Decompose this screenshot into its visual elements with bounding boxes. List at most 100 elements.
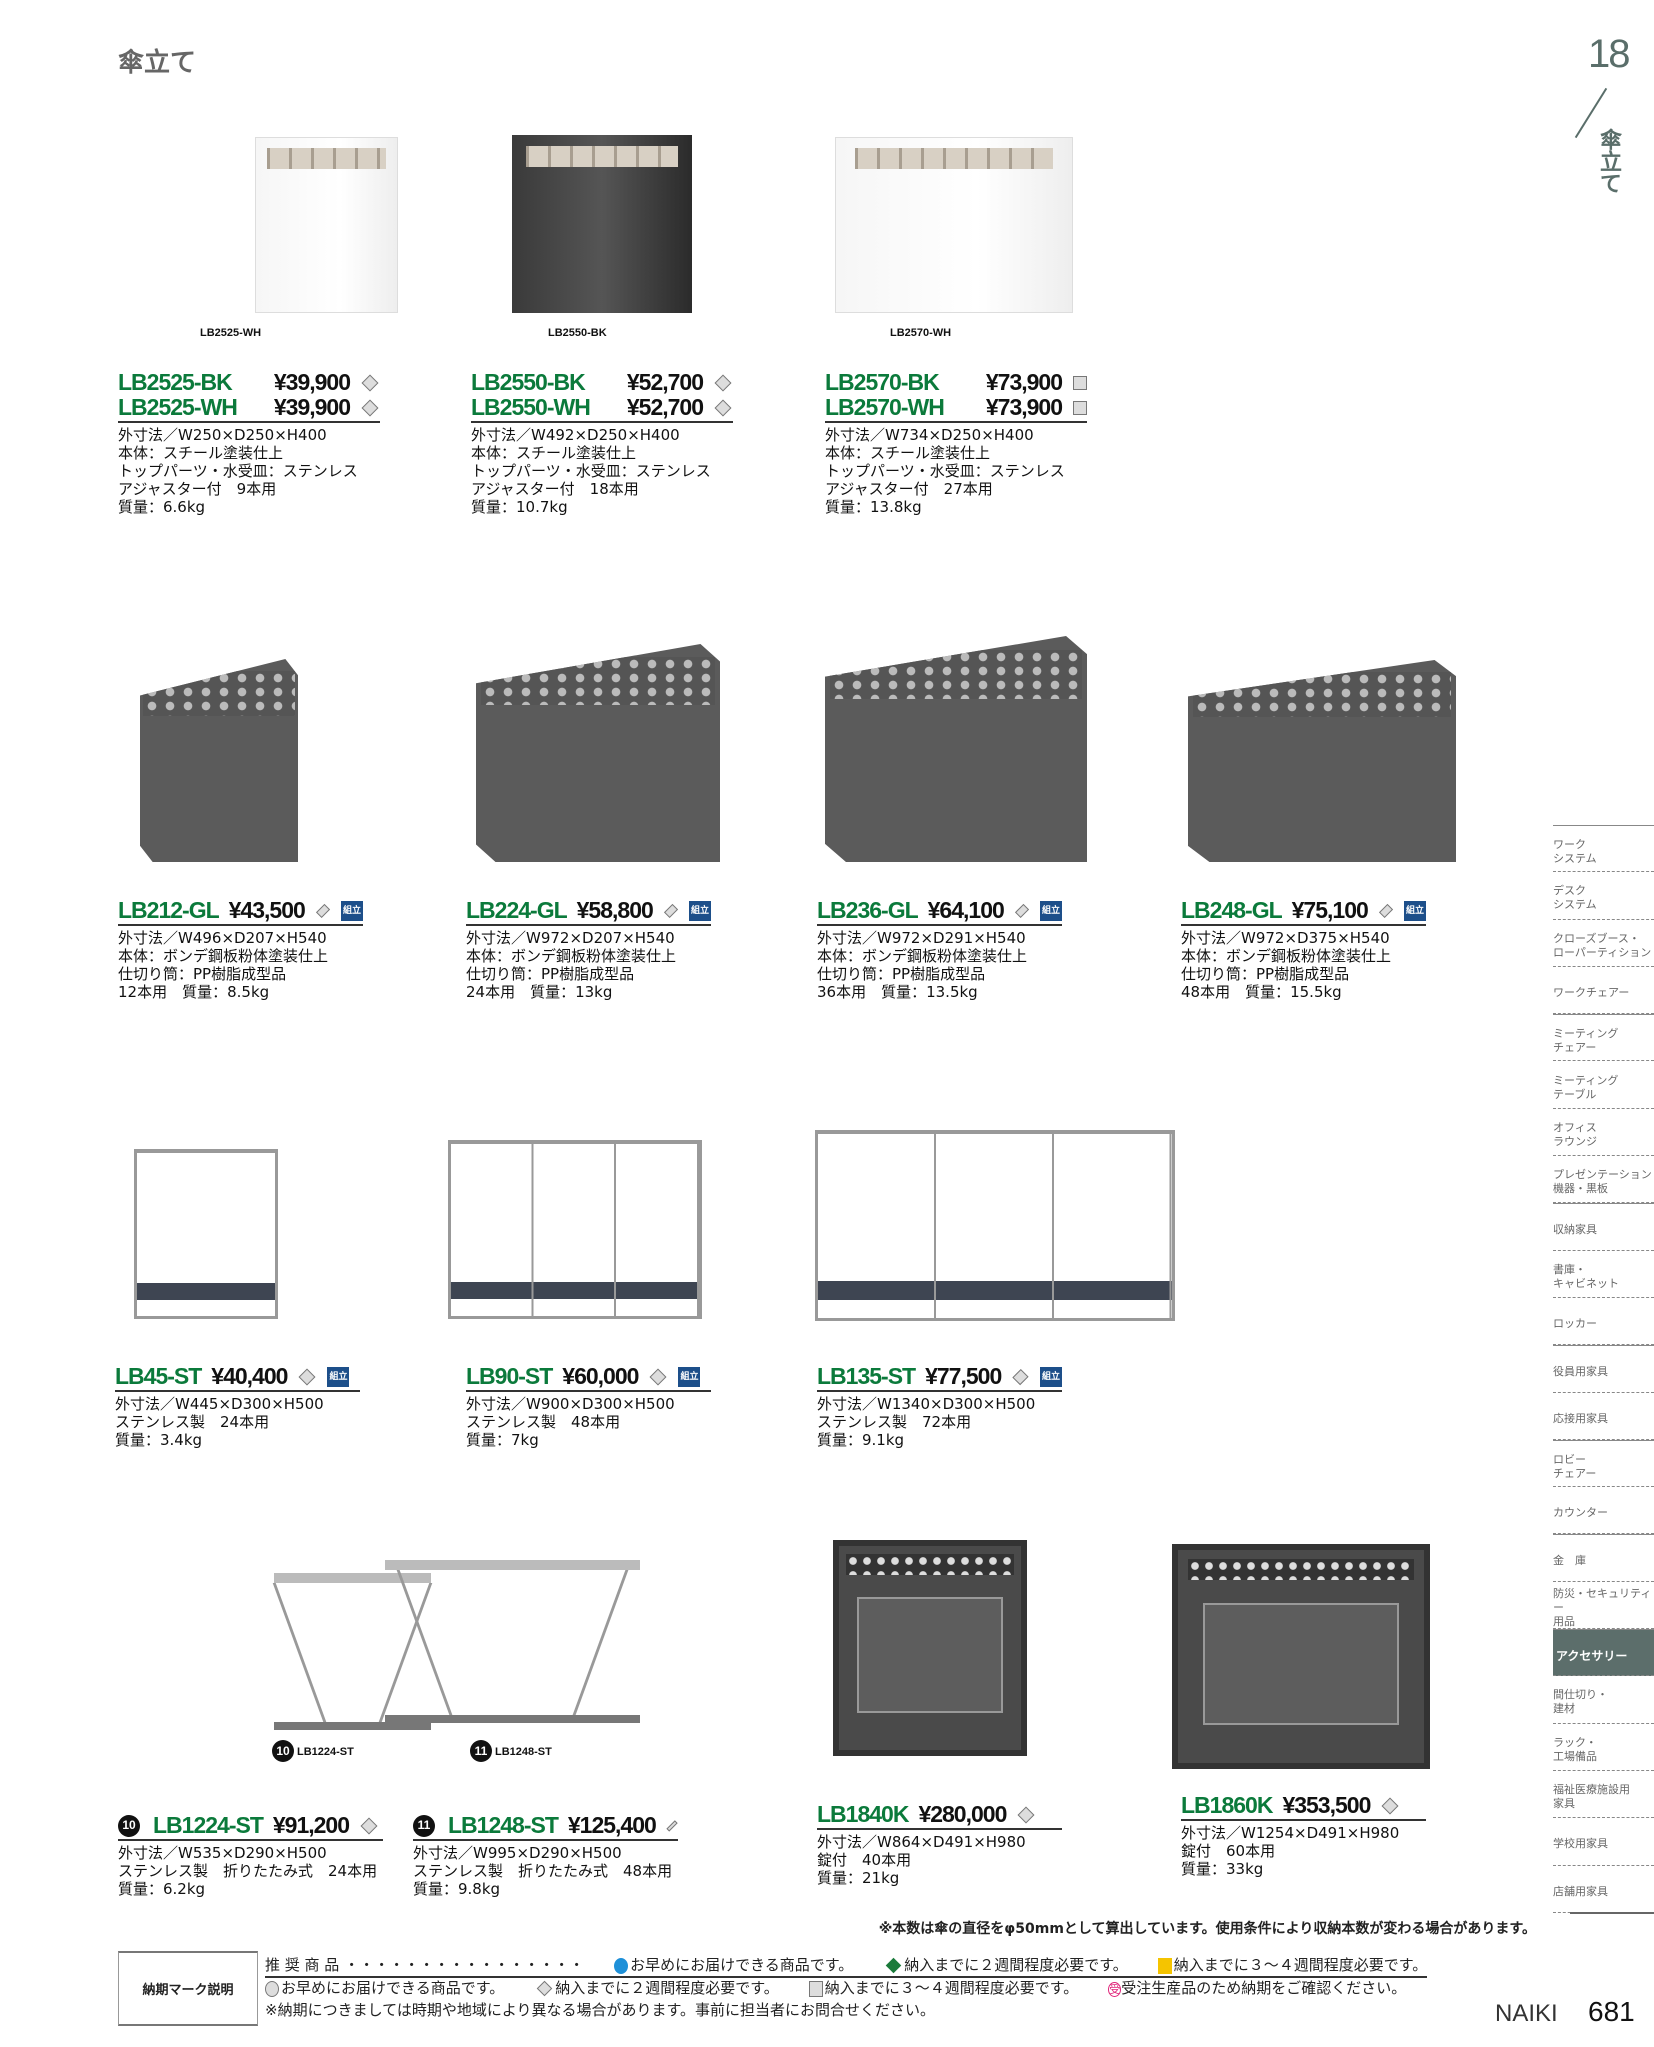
- product-image-lb135: [815, 1130, 1175, 1321]
- delivery-mark-diamond-icon: [1017, 1806, 1035, 1823]
- delivery-legend: 推 奨 商 品 ・・・・・・・・・・・・・・・・ お早めにお届けできる商品です。…: [265, 1955, 1428, 2021]
- model-price-line: LB1840K¥280,000: [817, 1802, 1062, 1830]
- price: ¥73,900: [985, 369, 1063, 395]
- legend-item: 納入までに３〜４週間程度必要です。: [808, 1978, 1078, 2000]
- sidebar-item-label: 応接用家具: [1553, 1411, 1608, 1425]
- sidebar-item[interactable]: 間仕切り・ 建材: [1553, 1676, 1654, 1724]
- spec-line: アジャスター付 18本用: [471, 480, 639, 498]
- gray-square-icon: [808, 1980, 823, 1997]
- spec-line: 外寸法／W972×D291×H540: [817, 929, 1026, 947]
- umbrella-holes: [830, 649, 1082, 700]
- model-number: LB224-GL: [466, 897, 568, 923]
- delivery-mark-diamond-icon: [315, 903, 331, 918]
- sidebar-item-label: 金 庫: [1553, 1554, 1586, 1568]
- product-caption: LB2525-WH: [200, 327, 261, 339]
- spec-line: ステンレス製 72本用: [817, 1413, 972, 1431]
- model-number: LB2550-WH: [471, 394, 591, 420]
- umbrella-holes: [480, 657, 716, 706]
- sidebar-item[interactable]: カウンター: [1553, 1487, 1654, 1535]
- product-top-parts: [1187, 1558, 1415, 1580]
- sidebar-item[interactable]: 書庫・ キャビネット: [1553, 1251, 1654, 1298]
- sidebar-item[interactable]: 福祉医療施設用 家具: [1553, 1771, 1654, 1819]
- product-caption: LB2550-BK: [548, 327, 607, 339]
- legend-item: 納入までに２週間程度必要です。: [883, 1955, 1128, 1976]
- sidebar-item[interactable]: ワークチェアー: [1553, 967, 1654, 1015]
- umbrella-holes: [1193, 672, 1451, 717]
- sidebar-item[interactable]: ワーク システム: [1553, 825, 1654, 873]
- spec-line: 質量：3.4kg: [115, 1431, 203, 1449]
- spec-line: 12本用 質量：8.5kg: [118, 983, 270, 1001]
- sidebar-item[interactable]: デスク システム: [1553, 872, 1654, 920]
- spec-line: 外寸法／W734×D250×H400: [825, 426, 1034, 444]
- sidebar-item[interactable]: ロビー チェアー: [1553, 1439, 1654, 1488]
- sidebar-item[interactable]: ラック・ 工場備品: [1553, 1724, 1654, 1771]
- sidebar-item[interactable]: 防災・セキュリティー 用品: [1553, 1582, 1654, 1630]
- spec-line: ステンレス製 折りたたみ式 24本用: [118, 1862, 378, 1880]
- spec-line: 本体：ボンデ鋼板粉体塗装仕上: [118, 947, 329, 965]
- price: ¥40,400: [211, 1363, 288, 1389]
- sidebar-item-label: 間仕切り・ 建材: [1553, 1688, 1608, 1716]
- sidebar-item[interactable]: 応接用家具: [1553, 1393, 1654, 1440]
- sidebar-item[interactable]: 店舗用家具: [1553, 1866, 1654, 1913]
- sidebar-item[interactable]: ミーティング テーブル: [1553, 1061, 1654, 1109]
- item-number-badge: 11: [413, 1814, 435, 1837]
- drip-tray: [137, 1283, 275, 1300]
- delivery-mark-square-icon: [1073, 375, 1087, 390]
- spec-line: 外寸法／W535×D290×H500: [118, 1844, 327, 1862]
- model-price-line: LB2525-WH¥39,900: [118, 395, 380, 423]
- legend-recommended-label: 推 奨 商 品 ・・・・・・・・・・・・・・・・: [265, 1956, 585, 1974]
- sidebar-item-label: ミーティング テーブル: [1553, 1073, 1619, 1101]
- section-number: 18: [1588, 32, 1630, 76]
- spec-line: アジャスター付 9本用: [118, 480, 277, 498]
- spec-line: 24本用 質量：13kg: [466, 983, 613, 1001]
- section-name: 傘立て: [1596, 128, 1621, 194]
- sidebar-item[interactable]: クローズブース・ ローパーティション: [1553, 920, 1654, 967]
- price: ¥39,900: [273, 369, 351, 395]
- spec-line: 外寸法／W972×D207×H540: [466, 929, 675, 947]
- legend-item: 納入までに２週間程度必要です。: [534, 1978, 779, 2000]
- delivery-mark-diamond-icon: [649, 1368, 667, 1385]
- sidebar-item-label: アクセサリー: [1556, 1648, 1628, 1663]
- sidebar-item[interactable]: ミーティング チェアー: [1553, 1014, 1654, 1062]
- spec-line: 仕切り筒：PP樹脂成型品: [1181, 965, 1350, 983]
- sidebar-item[interactable]: 役員用家具: [1553, 1345, 1654, 1393]
- sidebar-item-label: デスク システム: [1553, 884, 1597, 912]
- product-image-lb212: [140, 659, 298, 862]
- delivery-mark-diamond-icon: [666, 1819, 678, 1832]
- product-caption: LB2570-WH: [890, 327, 951, 339]
- green-diamond-icon: [886, 1957, 902, 1974]
- legend-row-recommended: 推 奨 商 品 ・・・・・・・・・・・・・・・・ お早めにお届けできる商品です。…: [265, 1955, 1428, 1978]
- spec-line: ステンレス製 48本用: [466, 1413, 621, 1431]
- page-number: 681: [1588, 1996, 1635, 2027]
- delivery-mark-diamond-icon: [1378, 903, 1394, 918]
- spec-line: 質量：6.2kg: [118, 1880, 206, 1898]
- product-image-lb90: [448, 1140, 702, 1319]
- sidebar-item[interactable]: アクセサリー: [1553, 1629, 1654, 1677]
- sidebar-item[interactable]: 金 庫: [1553, 1534, 1654, 1582]
- sidebar-item[interactable]: 学校用家具: [1553, 1818, 1654, 1866]
- legend-title: 納期マーク説明: [118, 1951, 258, 2026]
- price: ¥52,700: [626, 369, 704, 395]
- price: ¥60,000: [562, 1363, 639, 1389]
- caption-text: LB1248-ST: [495, 1746, 552, 1758]
- sidebar-item[interactable]: オフィス ラウンジ: [1553, 1109, 1654, 1157]
- sidebar-item[interactable]: プレゼンテーション 機器・黒板: [1553, 1156, 1654, 1204]
- caption-text: LB1224-ST: [297, 1746, 354, 1758]
- sidebar-item-label: ロビー チェアー: [1553, 1452, 1597, 1480]
- sidebar-item[interactable]: ロッカー: [1553, 1298, 1654, 1346]
- sidebar-item[interactable]: 収納家具: [1553, 1203, 1654, 1251]
- legend-text: 受注生産品のため納期をご確認ください。: [1121, 1979, 1407, 1997]
- spec-line: 質量：7kg: [466, 1431, 539, 1449]
- sidebar-item-label: オフィス ラウンジ: [1553, 1120, 1597, 1148]
- spec-line: トップパーツ・水受皿：ステンレス: [825, 462, 1065, 480]
